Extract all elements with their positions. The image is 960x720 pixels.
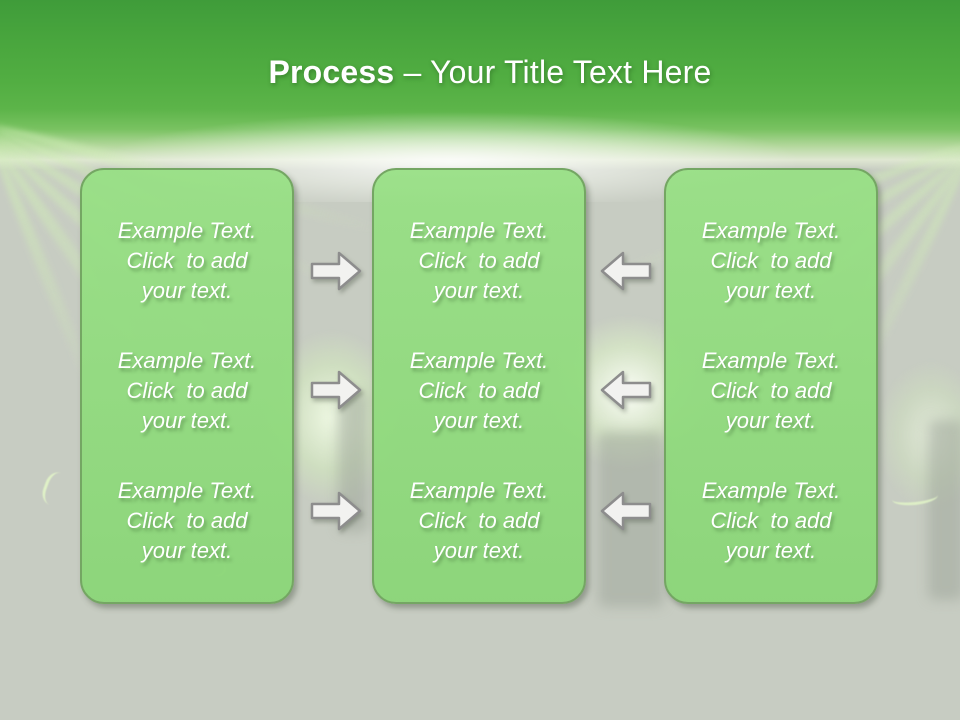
arrow-right-icon[interactable]: [310, 368, 362, 412]
text-line: your text.: [433, 538, 525, 563]
text-block[interactable]: Example Text. Click to add your text.: [118, 346, 257, 436]
text-line: Example Text.: [409, 478, 549, 503]
text-line: Example Text.: [409, 218, 549, 243]
crowd-silhouette: [598, 432, 664, 607]
text-line: your text.: [725, 278, 817, 303]
process-box-right[interactable]: Example Text. Click to add your text. Ex…: [664, 168, 878, 604]
text-block[interactable]: Example Text. Click to add your text.: [702, 216, 841, 306]
arrow-right-glyph: [310, 251, 362, 291]
text-line: Click to add: [126, 508, 248, 533]
text-line: Click to add: [418, 378, 540, 403]
arrow-left-icon[interactable]: [600, 249, 652, 293]
text-block[interactable]: Example Text. Click to add your text.: [410, 476, 549, 566]
text-line: Click to add: [126, 248, 248, 273]
arrow-left-glyph: [600, 491, 652, 531]
text-line: your text.: [725, 538, 817, 563]
text-line: Click to add: [126, 378, 248, 403]
text-line: Example Text.: [409, 348, 549, 373]
text-block[interactable]: Example Text. Click to add your text.: [410, 216, 549, 306]
arrow-right-glyph: [310, 370, 362, 410]
slide-title[interactable]: Process – Your Title Text Here: [20, 54, 960, 91]
title-subtext: – Your Title Text Here: [394, 54, 712, 90]
text-line: your text.: [141, 538, 233, 563]
text-line: your text.: [725, 408, 817, 433]
text-block[interactable]: Example Text. Click to add your text.: [118, 476, 257, 566]
process-box-middle[interactable]: Example Text. Click to add your text. Ex…: [372, 168, 586, 604]
text-line: Example Text.: [701, 348, 841, 373]
text-block[interactable]: Example Text. Click to add your text.: [410, 346, 549, 436]
text-line: Click to add: [710, 378, 832, 403]
arrow-right-icon[interactable]: [310, 249, 362, 293]
text-line: Example Text.: [117, 478, 257, 503]
text-line: your text.: [433, 278, 525, 303]
text-line: your text.: [141, 278, 233, 303]
text-block[interactable]: Example Text. Click to add your text.: [118, 216, 257, 306]
text-line: Example Text.: [117, 218, 257, 243]
text-line: your text.: [141, 408, 233, 433]
title-keyword: Process: [268, 54, 395, 90]
text-line: Click to add: [418, 508, 540, 533]
sparkle: [38, 469, 73, 509]
arrow-left-glyph: [600, 370, 652, 410]
crowd-silhouette: [928, 420, 960, 600]
arrow-left-icon[interactable]: [600, 368, 652, 412]
arrow-left-icon[interactable]: [600, 489, 652, 533]
text-line: Example Text.: [701, 478, 841, 503]
text-block[interactable]: Example Text. Click to add your text.: [702, 476, 841, 566]
text-line: your text.: [433, 408, 525, 433]
text-block[interactable]: Example Text. Click to add your text.: [702, 346, 841, 436]
text-line: Example Text.: [117, 348, 257, 373]
text-line: Click to add: [710, 248, 832, 273]
arrow-right-glyph: [310, 491, 362, 531]
process-box-left[interactable]: Example Text. Click to add your text. Ex…: [80, 168, 294, 604]
arrow-right-icon[interactable]: [310, 489, 362, 533]
text-line: Click to add: [418, 248, 540, 273]
arrow-left-glyph: [600, 251, 652, 291]
text-line: Click to add: [710, 508, 832, 533]
text-line: Example Text.: [701, 218, 841, 243]
process-columns: Example Text. Click to add your text. Ex…: [80, 168, 878, 606]
